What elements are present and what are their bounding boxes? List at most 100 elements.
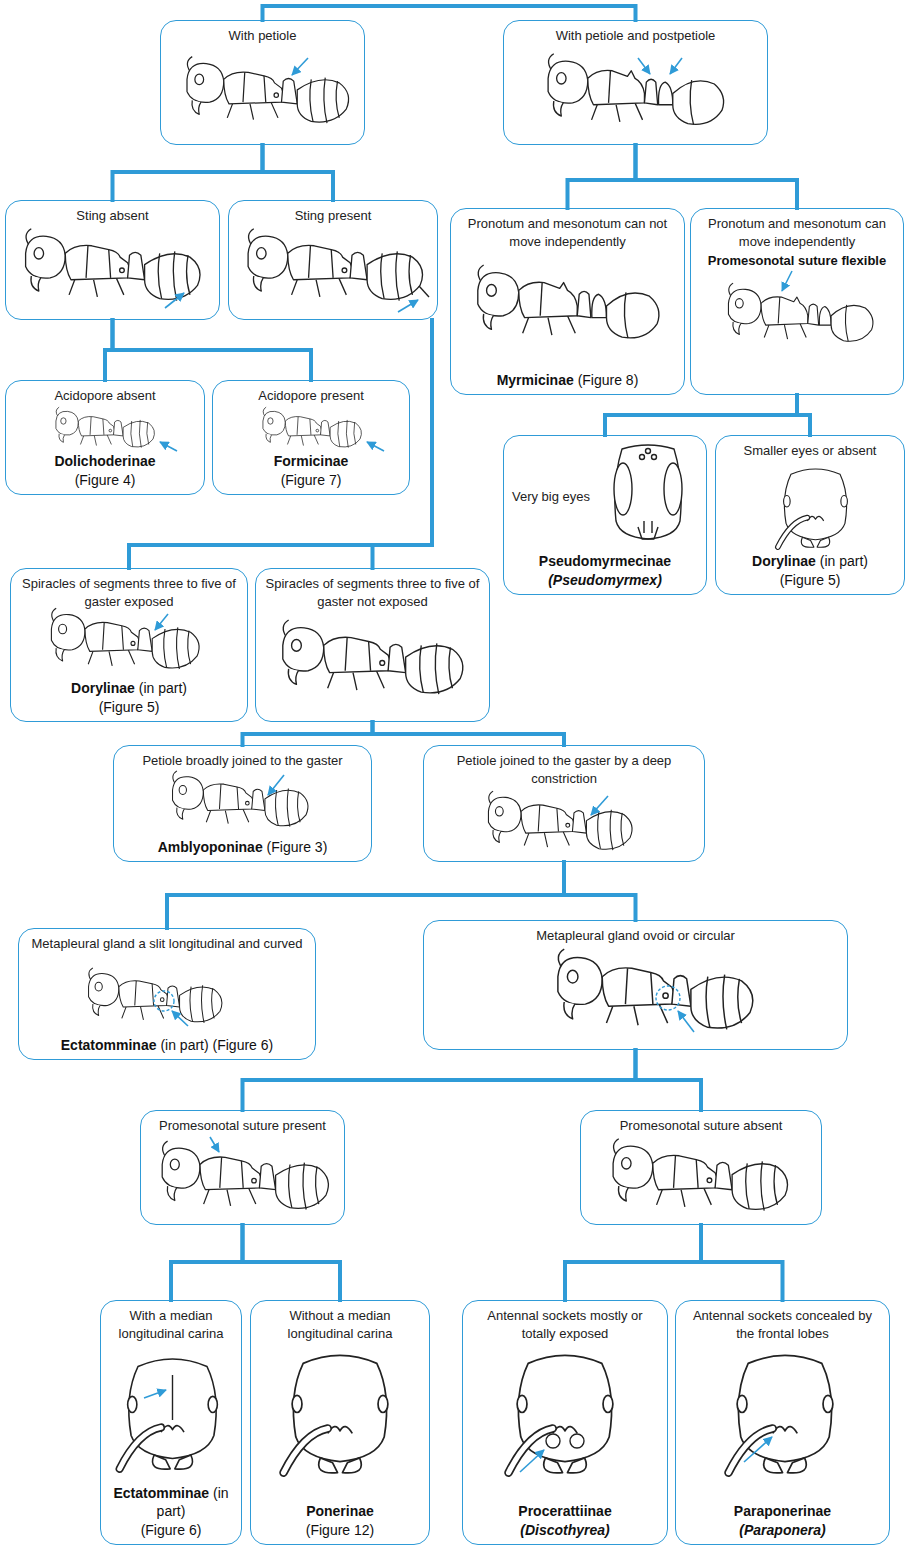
taxon-name: Paraponerinae: [734, 1503, 831, 1519]
taxon-name: (Figure 8): [578, 372, 639, 388]
ant-head: [778, 469, 848, 547]
ant-profile: [162, 1141, 328, 1209]
tree-connector: [797, 395, 810, 435]
key-box: Spiracles of segments three to five of g…: [255, 568, 490, 722]
couplet-text: Pronotum and mesonotum can move independ…: [708, 216, 886, 249]
ant-profile: [51, 608, 199, 669]
pointer-arrow: [172, 1011, 188, 1026]
ant-head: [614, 445, 682, 539]
ant-profile: [488, 791, 632, 850]
tree-connector: [243, 1225, 341, 1300]
couplet-text: Very big eyes: [512, 489, 590, 504]
taxon-name: (Figure 5): [99, 699, 160, 715]
tree-connector: [263, 6, 636, 20]
ant-profile: [89, 968, 222, 1023]
key-box: Spiracles of segments three to five of g…: [10, 568, 248, 722]
tree-connector: [636, 1050, 702, 1110]
key-box: Very big eyesPseudomyrmecinae(Pseudomyrm…: [503, 435, 707, 595]
couplet-text: Petiole joined to the gaster by a deep c…: [457, 753, 672, 786]
couplet-text: Without a median longitudinal carina: [288, 1308, 393, 1341]
tree-connector: [373, 320, 433, 568]
tree-connector: [605, 395, 797, 435]
pointer-arrow: [670, 58, 682, 74]
pointer-arrow: [782, 271, 792, 291]
tree-connector: [113, 320, 312, 380]
taxon-name: Myrmicinae: [497, 372, 574, 388]
key-box: Acidopore absentDolichoderinae(Figure 4): [5, 380, 205, 495]
pointer-arrow: [520, 1450, 544, 1472]
ant-head: [729, 1355, 833, 1473]
taxon-name: Dorylinae: [752, 553, 816, 569]
tree-connector: [129, 320, 432, 568]
key-box: Metapleural gland a slit longitudinal an…: [18, 928, 316, 1060]
ant-profile: [248, 229, 422, 301]
tree-connector: [167, 862, 564, 928]
taxon-name: (Discothyrea): [520, 1522, 609, 1538]
pointer-arrow: [210, 1137, 219, 1152]
tree-connector: [243, 722, 373, 745]
highlight-circle: [154, 991, 174, 1011]
pointer-arrow: [165, 293, 184, 308]
couplet-text: With petiole and postpetiole: [556, 28, 716, 43]
couplet-text: Metapleural gland a slit longitudinal an…: [31, 936, 302, 951]
couplet-text: Antennal sockets mostly or totally expos…: [487, 1308, 642, 1341]
tree-connector: [565, 1225, 701, 1300]
couplet-text: Pronotum and mesonotum can not move inde…: [468, 216, 667, 249]
taxon-name: (in part): [139, 680, 187, 696]
tree-connector: [373, 722, 565, 745]
couplet-text: Sting present: [295, 208, 372, 223]
taxon-name: (in part) (Figure 6): [160, 1037, 273, 1053]
tree-connector: [564, 862, 636, 920]
key-box: Acidopore presentFormicinae(Figure 7): [212, 380, 410, 495]
key-box: Pronotum and mesonotum can move independ…: [690, 208, 904, 395]
key-box: Antennal sockets concealed by the fronta…: [675, 1300, 890, 1545]
pointer-arrow: [367, 442, 384, 451]
ant-profile: [187, 57, 349, 124]
taxon-name: (Paraponera): [739, 1522, 825, 1538]
ant-profile: [548, 54, 723, 125]
key-box: Sting absent: [5, 200, 220, 320]
key-box: Petiole joined to the gaster by a deep c…: [423, 745, 705, 862]
couplet-text: Spiracles of segments three to five of g…: [22, 576, 236, 609]
couplet-text: Spiracles of segments three to five of g…: [266, 576, 480, 609]
ant-head: [509, 1355, 613, 1473]
taxon-name: (Figure 7): [281, 472, 342, 488]
taxon-name: Dolichoderinae: [54, 453, 155, 469]
taxon-name: Amblyoponinae: [158, 839, 263, 855]
key-box: With a median longitudinal carinaEctatom…: [100, 1300, 242, 1545]
taxon-name: (Figure 6): [141, 1522, 202, 1538]
couplet-text: Antennal sockets concealed by the fronta…: [693, 1308, 872, 1341]
pointer-arrow: [155, 614, 168, 630]
taxon-name: (Figure 3): [267, 839, 328, 855]
tree-connector: [171, 1225, 243, 1300]
pointer-arrow: [678, 1011, 694, 1032]
key-box: With petiole and postpetiole: [503, 20, 768, 145]
pointer-arrow: [638, 58, 650, 74]
couplet-text: Smaller eyes or absent: [744, 443, 877, 458]
key-box: Pronotum and mesonotum can not move inde…: [450, 208, 685, 395]
couplet-text: Acidopore present: [258, 388, 364, 403]
ant-profile: [728, 283, 873, 341]
highlight-circle: [656, 986, 680, 1010]
tree-connector: [263, 145, 334, 200]
key-box: Smaller eyes or absentDorylinae(in part)…: [715, 435, 905, 595]
key-box: With petiole: [160, 20, 365, 145]
ant-profile: [613, 1139, 787, 1211]
ant-head: [120, 1359, 218, 1469]
ant-profile: [558, 949, 753, 1029]
tree-connector: [243, 1050, 636, 1110]
ant-profile: [263, 407, 361, 448]
median-carina: [172, 1375, 173, 1420]
couplet-text: Promesonotal suture present: [159, 1118, 326, 1133]
tree-connector: [568, 145, 636, 208]
couplet-text: With petiole: [229, 28, 297, 43]
couplet-text: Metapleural gland ovoid or circular: [536, 928, 735, 943]
taxon-name: Ponerinae: [306, 1503, 374, 1519]
antennal-socket: [570, 1434, 584, 1448]
couplet-text: Acidopore absent: [54, 388, 155, 403]
key-box: Promesonotal suture absent: [580, 1110, 822, 1225]
tree-connector: [113, 145, 263, 200]
pointer-arrow: [144, 1390, 166, 1398]
taxon-name: (Figure 12): [306, 1522, 374, 1538]
